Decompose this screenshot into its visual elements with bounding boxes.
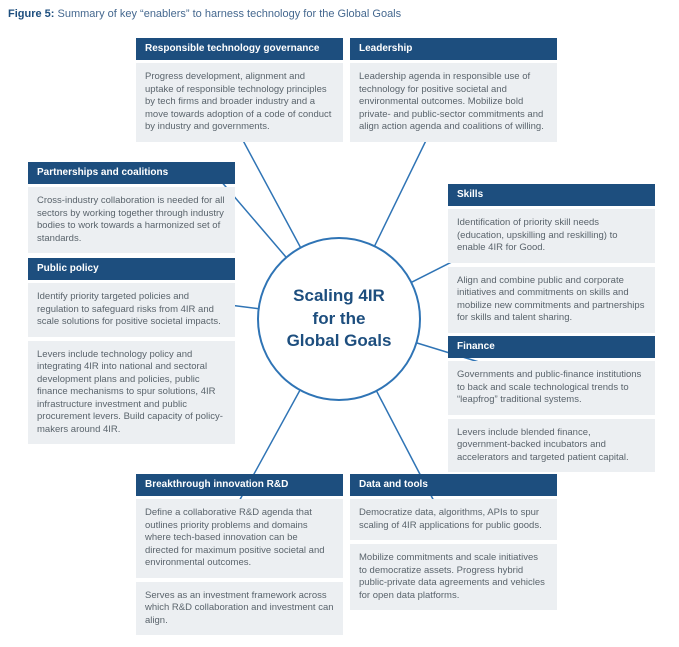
- enabler-box-skills: Skills Identification of priority skill …: [448, 184, 655, 333]
- center-title-line-3: Global Goals: [286, 331, 392, 351]
- box-header: Leadership: [350, 38, 557, 60]
- box-paragraph: Cross-industry collaboration is needed f…: [28, 187, 235, 254]
- box-paragraph: Leadership agenda in responsible use of …: [350, 63, 557, 142]
- enabler-box-finance: Finance Governments and public-finance i…: [448, 336, 655, 473]
- enabler-box-leadership: Leadership Leadership agenda in responsi…: [350, 38, 557, 142]
- figure-caption-text: Summary of key “enablers” to harness tec…: [57, 8, 402, 20]
- enabler-box-breakthrough-innovation-rd: Breakthrough innovation R&D Define a col…: [136, 474, 343, 636]
- box-header: Skills: [448, 184, 655, 206]
- box-header: Finance: [448, 336, 655, 358]
- box-paragraph: Serves as an investment framework across…: [136, 581, 343, 636]
- box-paragraph: Align and combine public and corporate i…: [448, 266, 655, 333]
- box-header: Data and tools: [350, 474, 557, 496]
- box-paragraph: Progress development, alignment and upta…: [136, 63, 343, 142]
- figure-label: Figure 5:: [8, 8, 55, 20]
- box-paragraph: Levers include technology policy and int…: [28, 340, 235, 445]
- enabler-box-data-and-tools: Data and tools Democratize data, algorit…: [350, 474, 557, 611]
- box-paragraph: Mobilize commitments and scale initiativ…: [350, 544, 557, 611]
- box-paragraph: Identification of priority skill needs (…: [448, 209, 655, 263]
- box-header: Partnerships and coalitions: [28, 162, 235, 184]
- box-header: Responsible technology governance: [136, 38, 343, 60]
- center-circle: Scaling 4IR for the Global Goals: [257, 237, 421, 401]
- figure-caption: Figure 5: Summary of key “enablers” to h…: [8, 8, 401, 20]
- box-paragraph: Identify priority targeted policies and …: [28, 283, 235, 337]
- center-title-line-1: Scaling 4IR: [293, 285, 385, 305]
- center-title-line-2: for the: [312, 308, 366, 328]
- box-paragraph: Governments and public-finance instituti…: [448, 361, 655, 415]
- box-header: Public policy: [28, 258, 235, 280]
- box-paragraph: Levers include blended finance, governme…: [448, 418, 655, 473]
- box-paragraph: Democratize data, algorithms, APIs to sp…: [350, 499, 557, 541]
- enabler-box-responsible-technology-governance: Responsible technology governance Progre…: [136, 38, 343, 142]
- enabler-box-partnerships-and-coalitions: Partnerships and coalitions Cross-indust…: [28, 162, 235, 254]
- enabler-box-public-policy: Public policy Identify priority targeted…: [28, 258, 235, 445]
- box-header: Breakthrough innovation R&D: [136, 474, 343, 496]
- box-paragraph: Define a collaborative R&D agenda that o…: [136, 499, 343, 578]
